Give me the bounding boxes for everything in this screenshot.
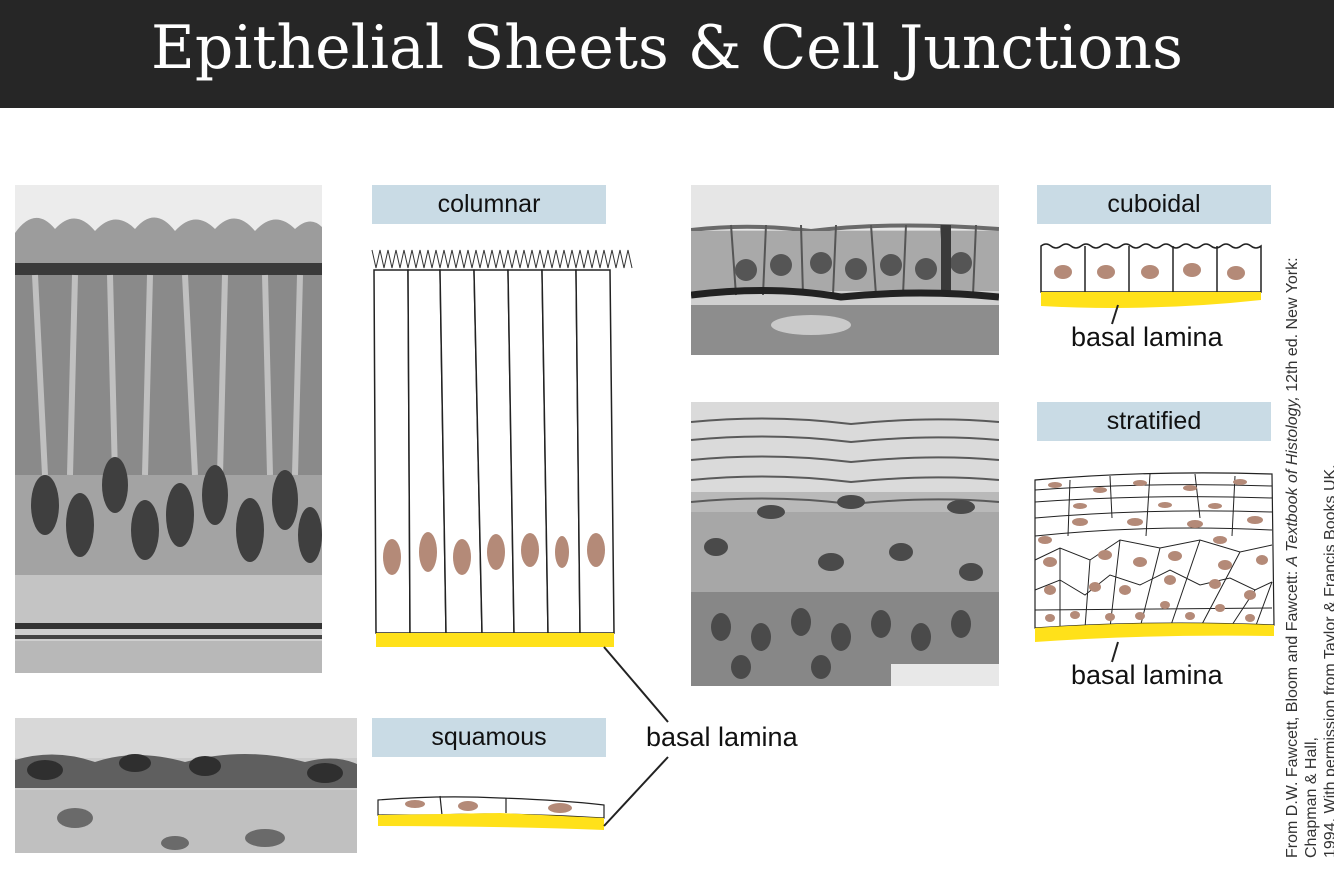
callout-basal-lamina-stratified: basal lamina [1071,660,1223,691]
squamous-diagram [378,796,604,830]
columnar-diagram [372,250,632,647]
stratified-diagram [1035,473,1274,662]
callout-basal-lamina-shared: basal lamina [646,722,798,753]
cuboidal-diagram [1041,244,1261,324]
credit-line-2: 1994. With permission from Taylor & Fran… [1321,198,1334,858]
callout-basal-lamina-cuboidal: basal lamina [1071,322,1223,353]
credit-line-1: From D.W. Fawcett, Bloom and Fawcett: A … [1283,198,1321,858]
image-credit: From D.W. Fawcett, Bloom and Fawcett: A … [1283,198,1334,858]
